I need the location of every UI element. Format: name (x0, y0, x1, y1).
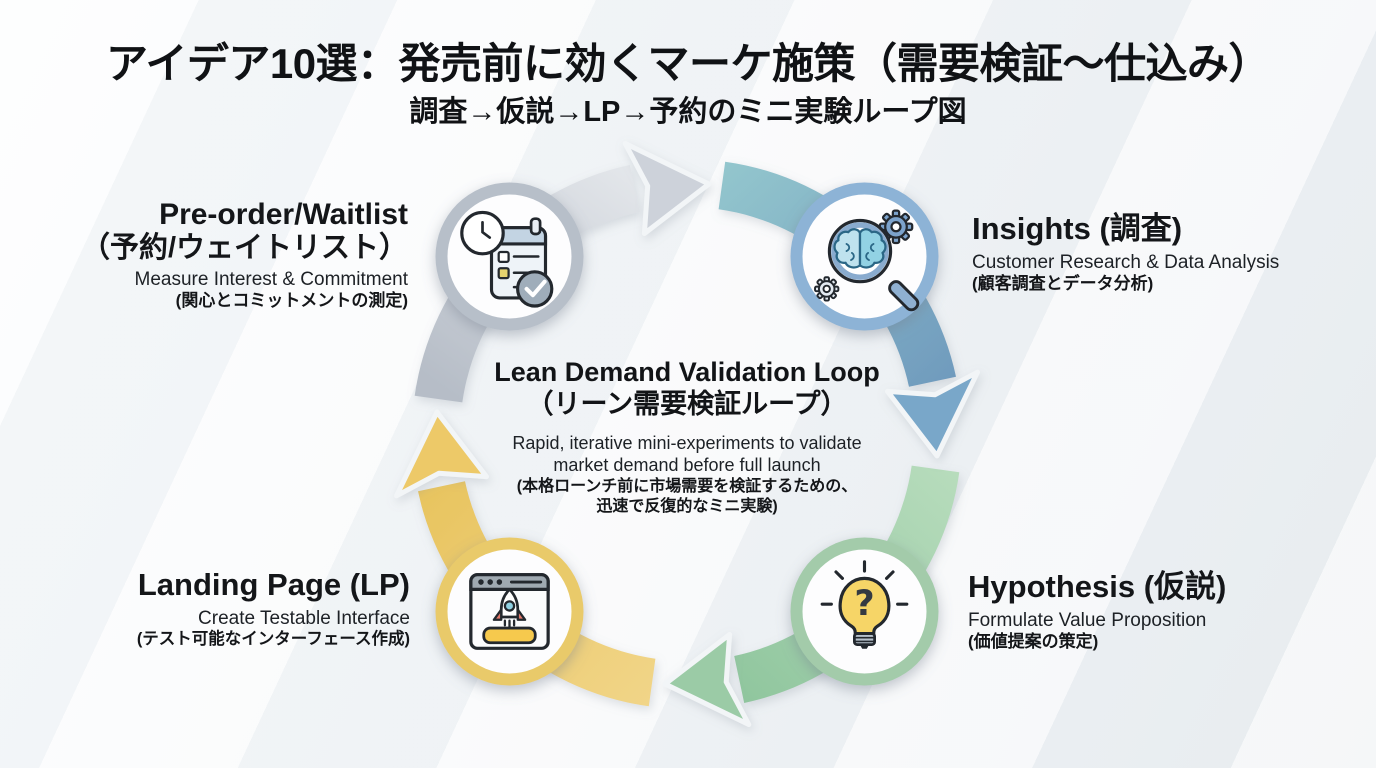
brain-icon (833, 228, 887, 269)
question-glyph: ? (854, 584, 874, 624)
center-label-block: Lean Demand Validation Loop （リーン需要検証ループ）… (452, 356, 922, 517)
preorder-desc-ja: (関心とコミットメントの測定) (175, 291, 408, 311)
landing-title: Landing Page (LP) (137, 567, 410, 602)
gear-icon (878, 209, 914, 245)
landing-label-block: Landing Page (LP) Create Testable Interf… (10, 567, 410, 650)
loop-band-insights (718, 161, 956, 387)
hypothesis-desc-ja: (価値提案の策定) (968, 632, 1099, 652)
loop-band-hypothesis (734, 465, 960, 703)
preorder-title-ja: （予約/ウェイトリスト） (80, 231, 408, 264)
center-title-ja: （リーン需要検証ループ） (526, 389, 848, 420)
page-title: アイデア10選：発売前に効くマーケ施策（需要検証～仕込み） (105, 40, 1271, 87)
loop-arrow-hypothesis-to-landing-icon (662, 632, 752, 727)
center-desc-ja-1: (本格ローンチ前に市場需要を検証するための、 (516, 477, 858, 495)
gear-icon (814, 276, 840, 302)
center-desc-en-2: market demand before full launch (553, 454, 821, 475)
loop-band-preorder (414, 165, 640, 403)
loop-arrow-insights-to-hypothesis-icon (885, 369, 980, 459)
center-desc-en-1: Rapid, iterative mini-experiments to val… (512, 432, 862, 453)
center-desc-ja-2: 迅速で反復的なミニ実験) (596, 497, 778, 515)
preorder-desc-en: Measure Interest & Commitment (134, 269, 408, 291)
hypothesis-desc-en: Formulate Value Proposition (968, 609, 1207, 631)
preorder-label-block: Pre-order/Waitlist （予約/ウェイトリスト） Measure … (68, 198, 408, 312)
landing-desc-ja: (テスト可能なインターフェース作成) (136, 630, 410, 649)
lightbulb-question-icon: ? (820, 560, 909, 649)
browser-rocket-icon (469, 573, 550, 650)
loop-ring (414, 161, 960, 707)
preorder-title: Pre-order/Waitlist (159, 198, 408, 231)
insights-label-block: Insights (調査) Customer Research & Data A… (972, 211, 1352, 294)
hypothesis-label-block: Hypothesis (仮説) Formulate Value Proposit… (968, 569, 1348, 652)
landing-desc-en: Create Testable Interface (198, 607, 410, 629)
insights-desc-ja: (顧客調査とデータ分析) (972, 274, 1154, 294)
page-subtitle: 調査→仮説→LP→予約のミニ実験ループ図 (409, 96, 967, 128)
insights-desc-en: Customer Research & Data Analysis (972, 251, 1280, 273)
magnifier-brain-gears-icon (814, 209, 920, 312)
insights-title: Insights (調査) (972, 211, 1183, 246)
rocket-icon (492, 588, 527, 630)
loop-band-landing (418, 481, 656, 707)
calendar-clock-check-icon (460, 210, 554, 308)
center-title-en: Lean Demand Validation Loop (494, 357, 880, 387)
loop-arrow-landing-to-preorder-icon (394, 409, 489, 499)
hypothesis-title: Hypothesis (仮説) (968, 569, 1227, 604)
loop-arrow-preorder-to-insights-icon (622, 141, 712, 236)
